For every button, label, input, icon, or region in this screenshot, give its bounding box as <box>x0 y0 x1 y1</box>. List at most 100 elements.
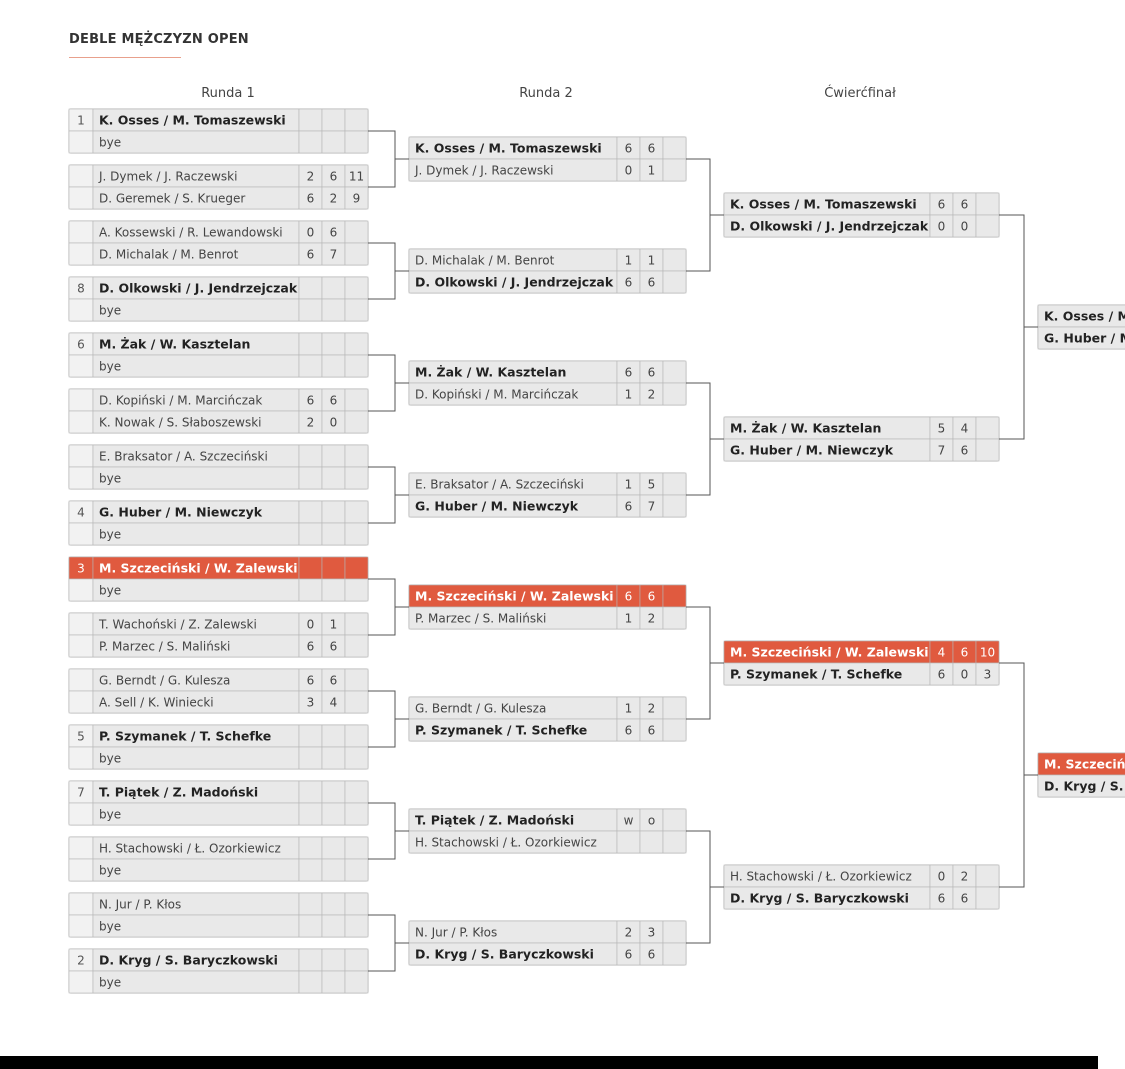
team-row-bottom[interactable]: D. Kryg / S. Baryczkowski <box>1037 774 1125 798</box>
team-name: A. Sell / K. Winiecki <box>99 696 214 710</box>
team-row-bottom[interactable]: bye <box>68 354 369 378</box>
match-r1-7[interactable]: E. Braksator / A. Szczeciński bye <box>68 444 369 490</box>
team-row-bottom[interactable]: H. Stachowski / Ł. Ozorkiewicz <box>408 830 687 854</box>
team-row-top[interactable]: E. Braksator / A. Szczeciński <box>68 444 369 468</box>
team-row-bottom[interactable]: bye <box>68 466 369 490</box>
team-row-bottom[interactable]: bye <box>68 298 369 322</box>
team-row-bottom[interactable]: bye <box>68 914 369 938</box>
team-name: bye <box>99 136 121 150</box>
team-row-bottom[interactable]: bye <box>68 802 369 826</box>
match-sf-1[interactable]: K. Osses / M. TomaszewskiG. Huber / M. N… <box>1037 304 1125 350</box>
set-score: 7 <box>330 248 338 262</box>
team-row-bottom[interactable]: bye <box>68 746 369 770</box>
score-cell <box>344 220 369 244</box>
team-row-bottom[interactable]: bye <box>68 970 369 994</box>
match-sf-2[interactable]: M. Szczeciński / W. ZalewskiD. Kryg / S.… <box>1037 752 1125 798</box>
team-row-top[interactable]: M. Szczeciński / W. Zalewski <box>1037 752 1125 776</box>
team-row-bottom[interactable]: bye <box>68 522 369 546</box>
team-row-bottom[interactable]: G. Huber / M. Niewczyk <box>1037 326 1125 350</box>
team-row-bottom[interactable]: bye <box>68 578 369 602</box>
team-row-bottom[interactable]: bye <box>68 130 369 154</box>
seed-cell <box>68 298 94 322</box>
team-row-top[interactable]: H. Stachowski / Ł. Ozorkiewicz <box>68 836 369 860</box>
team-name: E. Braksator / A. Szczeciński <box>99 450 268 464</box>
team-row-bottom[interactable]: bye <box>68 858 369 882</box>
score-cell <box>344 780 369 804</box>
name-cell <box>92 802 300 826</box>
team-row-top[interactable]: N. Jur / P. Kłos <box>68 892 369 916</box>
team-row-top[interactable]: K. Osses / M. Tomaszewski <box>1037 304 1125 328</box>
set-score: 6 <box>938 668 946 682</box>
score-cell <box>344 578 369 602</box>
